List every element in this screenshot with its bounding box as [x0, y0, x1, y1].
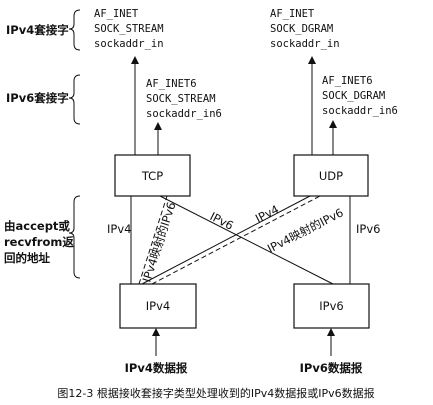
- tcp-v4-struct: sockaddr_in: [94, 38, 164, 50]
- ipv4-box: [119, 283, 197, 329]
- tcp-v6-family: AF_INET6: [146, 78, 197, 90]
- label-return-address-3: 回的地址: [4, 251, 50, 265]
- edge-ipv6-to-tcp: [159, 195, 334, 285]
- tcp-v6-struct: sockaddr_in6: [146, 108, 222, 120]
- label-return-address-1: 由accept或: [4, 219, 70, 233]
- tcp-box-label: TCP: [141, 169, 163, 183]
- udp-box-label: UDP: [319, 169, 343, 183]
- brace-ipv6-socket: [68, 74, 81, 125]
- brace-ipv4-socket: [68, 9, 81, 51]
- label-ipv6-socket: IPv6套接字: [6, 91, 69, 105]
- ipv6-box: [293, 283, 370, 329]
- label-ipv6-datagram: IPv6数据报: [300, 361, 363, 375]
- edge-label-tcp-ipv4: IPv4: [107, 222, 131, 236]
- udp-v6-family: AF_INET6: [322, 75, 373, 87]
- edge-label-udp-ipv6: IPv6: [356, 222, 380, 236]
- edge-label-tcp-ipv6: IPv6: [208, 209, 236, 233]
- udp-v4-struct: sockaddr_in: [270, 38, 340, 50]
- label-return-address-2: recvfrom返: [4, 235, 74, 249]
- ipv4-box-label: IPv4: [146, 299, 170, 313]
- label-ipv4-socket: IPv4套接字: [6, 23, 69, 37]
- tcp-box: [114, 154, 191, 197]
- edge-ipv4-to-udp: [141, 195, 311, 285]
- udp-v6-struct: sockaddr_in6: [322, 105, 398, 117]
- label-ipv4-datagram: IPv4数据报: [125, 361, 188, 375]
- udp-box: [293, 154, 369, 197]
- tcp-v4-family: AF_INET: [94, 8, 139, 20]
- edge-ipv4-to-tcp-mapped: [138, 195, 168, 285]
- figure-caption: 图12-3 根据接收套接字类型处理收到的IPv4数据报或IPv6数据报: [57, 386, 374, 400]
- edge-label-udp-ipv4: IPv4: [253, 202, 281, 226]
- tcp-v4-type: SOCK_STREAM: [94, 23, 164, 35]
- udp-v6-type: SOCK_DGRAM: [322, 90, 385, 102]
- brace-return-address: [68, 195, 81, 279]
- tcp-v6-type: SOCK_STREAM: [146, 93, 216, 105]
- udp-v4-type: SOCK_DGRAM: [270, 23, 333, 35]
- edge-label-tcp-mapped: IPv4映射的IPv6: [140, 200, 179, 284]
- udp-v4-family: AF_INET: [270, 8, 315, 20]
- ipv6-box-label: IPv6: [319, 299, 343, 313]
